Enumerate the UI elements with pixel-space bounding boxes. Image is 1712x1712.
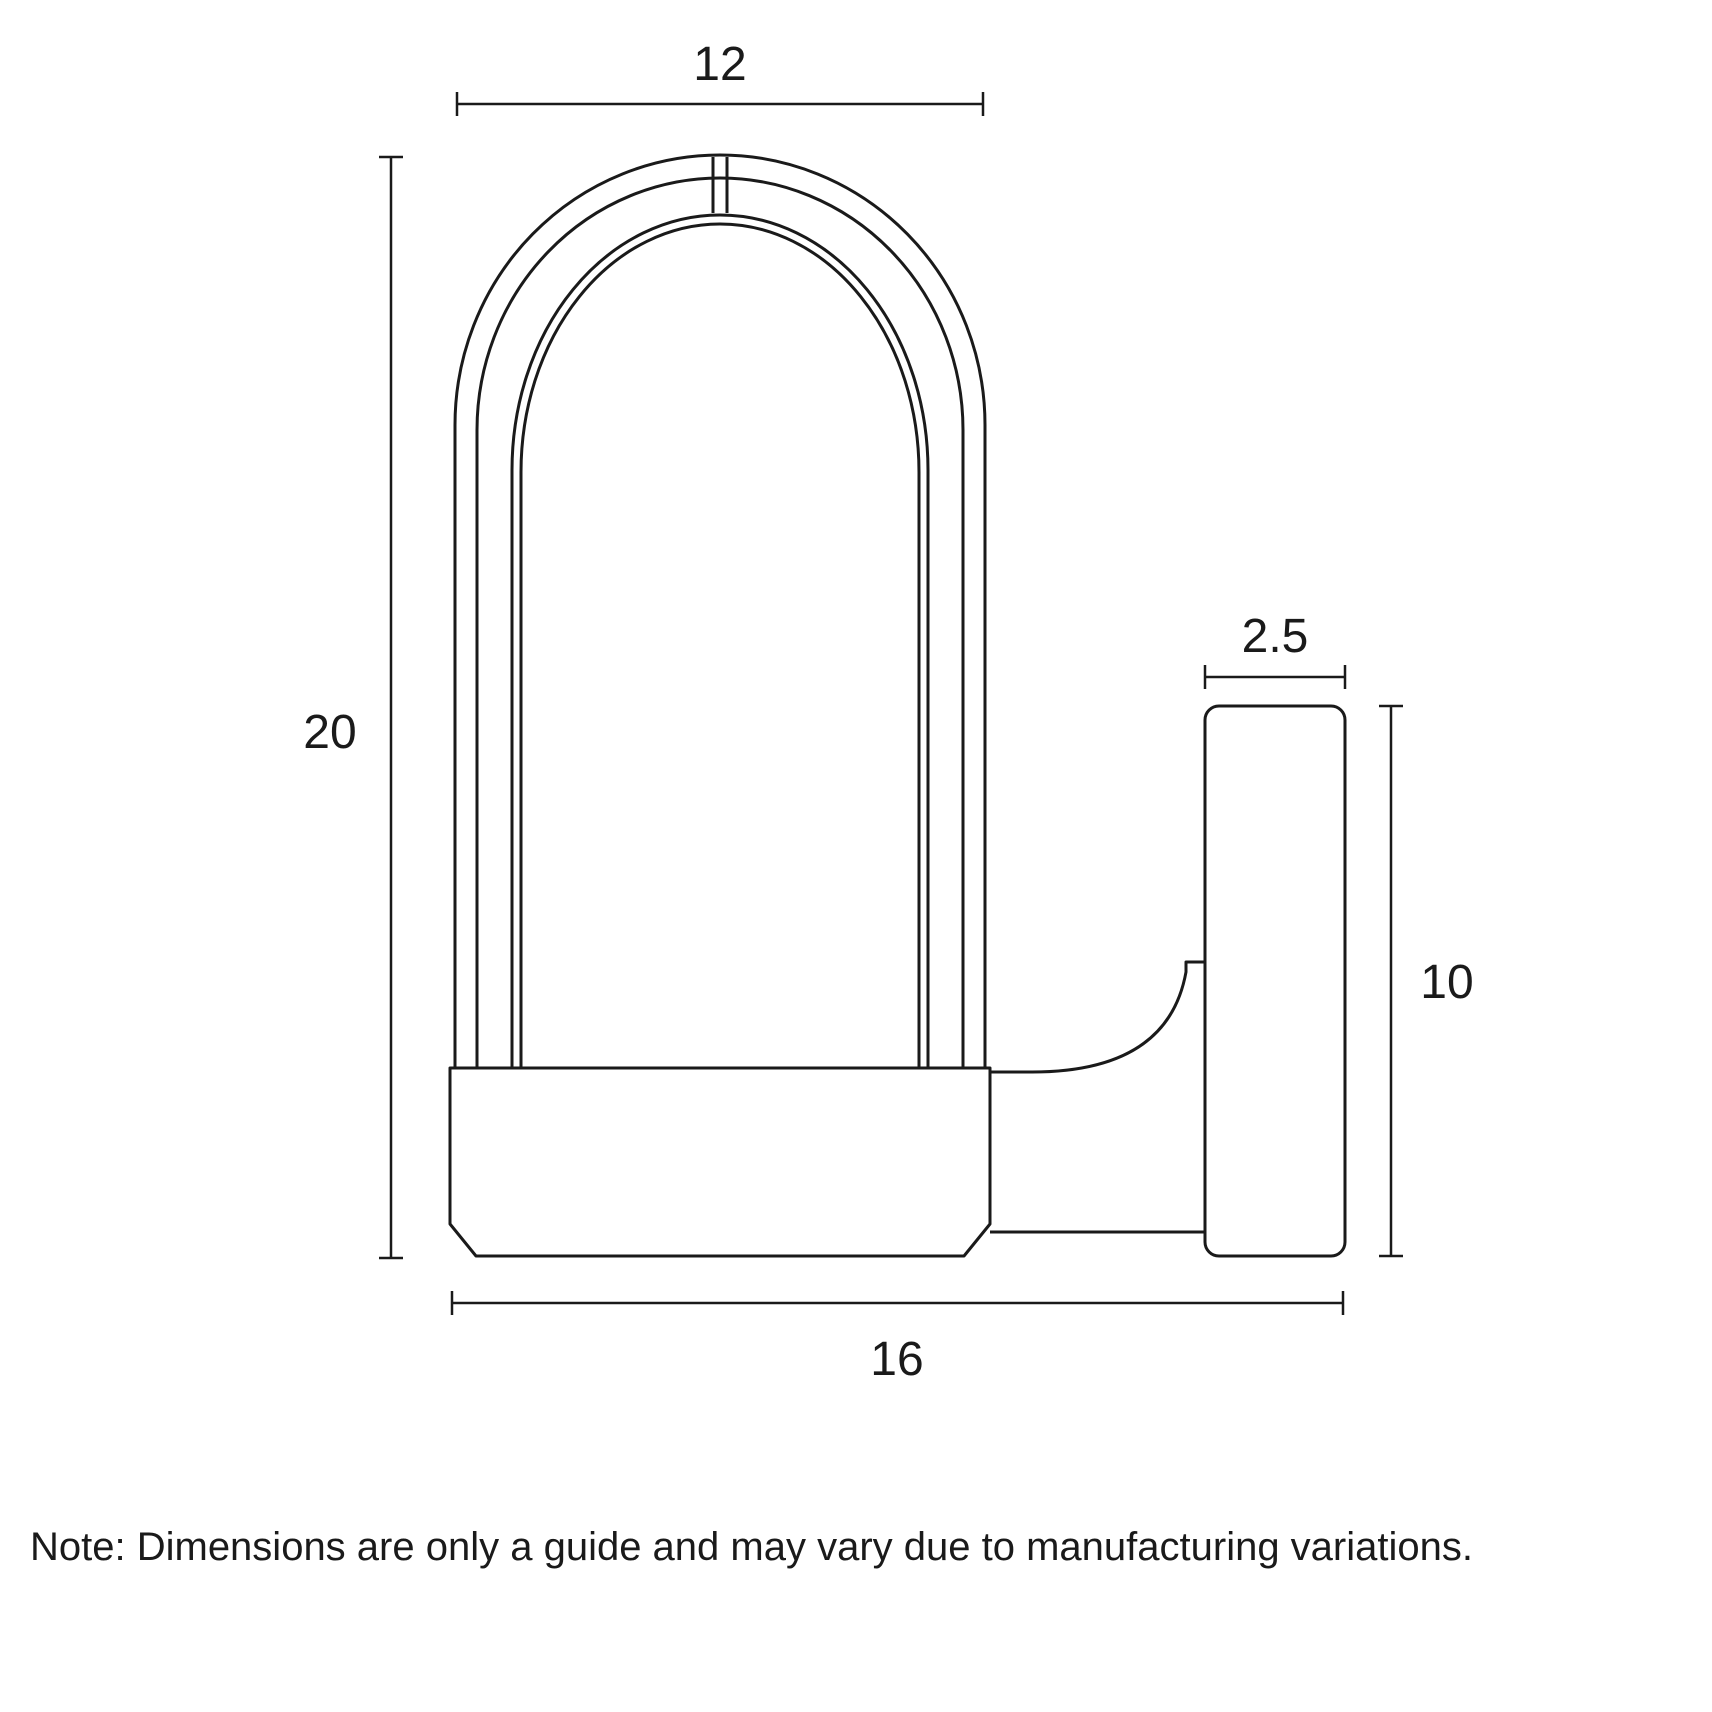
dimension-overall-height: 20	[303, 155, 403, 1260]
note-text: Note: Dimensions are only a guide and ma…	[30, 1525, 1473, 1569]
label-bracket-depth: 2.5	[1242, 610, 1309, 663]
dimension-top-width: 12	[455, 38, 985, 116]
cage-frame-outer-line	[453, 153, 987, 1068]
glass-arch-inner-line	[519, 222, 921, 1068]
dimension-bracket-height: 10	[1379, 704, 1474, 1258]
dimension-line	[1203, 665, 1347, 689]
lantern-base	[448, 1066, 992, 1258]
dimension-bracket-depth: 2.5	[1203, 610, 1347, 689]
lantern-front-view	[448, 153, 992, 1258]
cage-frame-inner-line	[475, 176, 965, 1068]
dimension-base-width: 16	[450, 1291, 1345, 1386]
wall-bracket-side-view	[990, 704, 1347, 1258]
bracket-arm-top	[990, 960, 1205, 1074]
dimension-line	[1379, 704, 1403, 1258]
label-overall-height: 20	[303, 706, 356, 759]
label-base-width: 16	[870, 1333, 923, 1386]
dimension-line	[455, 92, 985, 116]
label-top-width: 12	[693, 38, 746, 91]
dimension-line	[379, 155, 403, 1260]
wall-plate	[1203, 704, 1347, 1258]
label-bracket-height: 10	[1420, 956, 1473, 1009]
dimension-line	[450, 1291, 1345, 1315]
top-stem	[711, 157, 729, 213]
glass-arch-outer-line	[510, 213, 930, 1068]
